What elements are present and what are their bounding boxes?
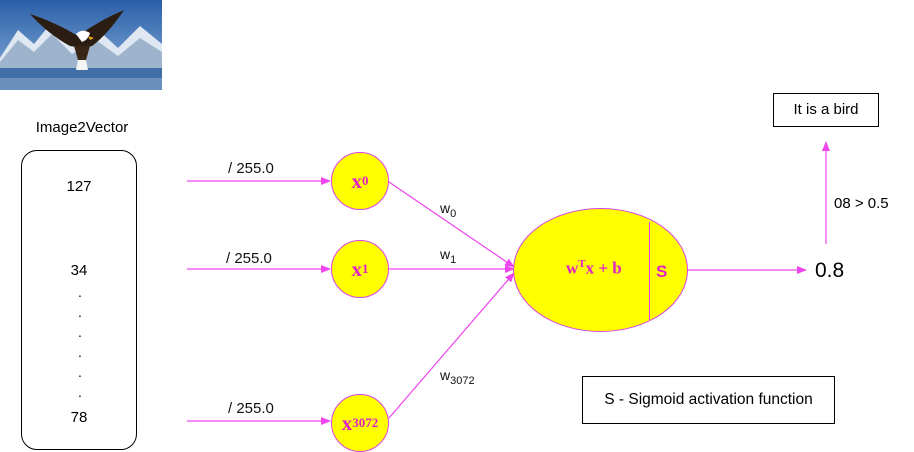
ellipsis-dot: . — [78, 384, 82, 400]
activation-label: S — [656, 262, 668, 281]
node-label: x — [351, 256, 363, 281]
output-value: 0.8 — [815, 259, 845, 282]
scale-label: / 255.0 — [226, 250, 272, 267]
vector-value-second: 34 — [70, 262, 88, 279]
vector-box — [21, 150, 137, 450]
vector-title: Image2Vector — [35, 119, 129, 136]
neuron-formula: wTx + b — [566, 258, 622, 278]
node-label: x — [341, 410, 353, 435]
node-subscript: 3072 — [352, 415, 379, 430]
ellipsis-dot: . — [78, 284, 82, 300]
weight-arrow-2 — [388, 272, 515, 419]
threshold-condition: 08 > 0.5 — [834, 195, 889, 212]
scale-label: / 255.0 — [228, 400, 274, 417]
weight-label-w0: w0 — [440, 200, 457, 220]
result-box: It is a bird — [773, 93, 879, 127]
vector-value-first: 127 — [66, 178, 92, 195]
weight-label-w3072: w3072 — [440, 367, 475, 387]
eagle-photo — [0, 0, 162, 90]
legend-box: S - Sigmoid activation function — [582, 376, 835, 424]
vector-value-last: 78 — [70, 409, 88, 426]
ellipsis-dot: . — [78, 364, 82, 380]
node-subscript: 0 — [362, 173, 369, 188]
scale-label: / 255.0 — [228, 160, 274, 177]
ellipsis-dot: . — [78, 324, 82, 340]
ellipsis-dot: . — [78, 344, 82, 360]
node-subscript: 1 — [362, 261, 369, 276]
neuron-divider — [649, 222, 650, 320]
weight-arrow-0 — [388, 181, 515, 268]
ellipsis-dot: . — [78, 304, 82, 320]
weight-label-w1: w1 — [440, 246, 457, 266]
node-label: x — [351, 168, 363, 193]
neuron-ellipse — [513, 208, 688, 332]
